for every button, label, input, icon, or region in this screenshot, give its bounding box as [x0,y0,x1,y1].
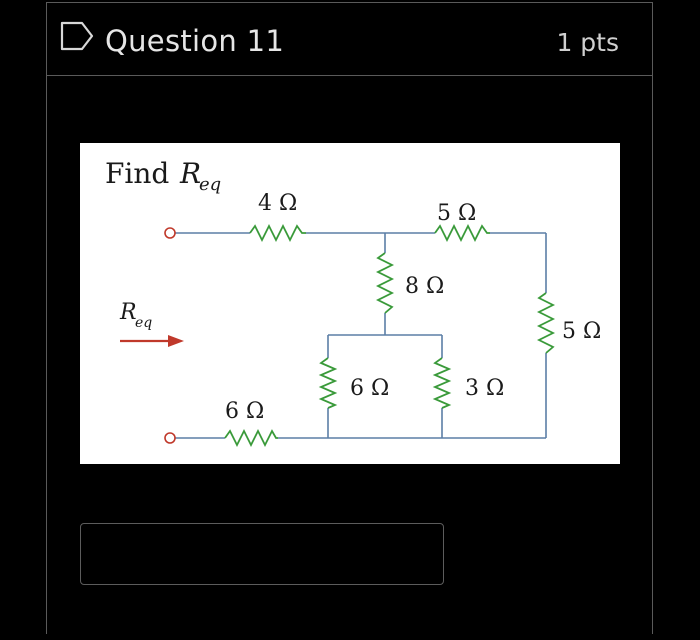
question-header: Question 11 1 pts [47,3,652,76]
arrow-r: R [119,300,137,325]
resistor-inner-left [318,357,338,409]
resistor-middle [375,252,395,314]
prompt-find: Find [105,157,169,190]
label-inner-right: 3 Ω [465,376,504,401]
arrow-sub: eq [135,315,152,331]
flag-question-icon[interactable] [60,21,94,51]
resistor-bottom [224,428,278,448]
label-inner-left: 6 Ω [350,376,389,401]
label-right: 5 Ω [562,319,601,344]
circuit-wires [175,232,547,439]
resistor-inner-right [432,357,452,409]
circuit-figure: Find R eq [80,143,620,464]
label-bottom: 6 Ω [225,399,264,424]
prompt-sub: eq [199,174,221,195]
terminal-top [164,227,176,239]
prompt-r: R [179,157,201,190]
terminal-bottom [164,432,176,444]
resistor-top-right [434,223,490,243]
resistor-top-left [249,223,306,243]
label-top-right: 5 Ω [437,201,476,226]
question-title: Question 11 [105,24,285,58]
question-points: 1 pts [556,28,619,57]
label-middle: 8 Ω [405,274,444,299]
label-top-left: 4 Ω [258,191,297,216]
circuit-diagram: Find R eq [105,157,601,448]
answer-input[interactable] [80,523,444,585]
req-arrow [120,335,184,347]
resistor-right [536,292,556,354]
